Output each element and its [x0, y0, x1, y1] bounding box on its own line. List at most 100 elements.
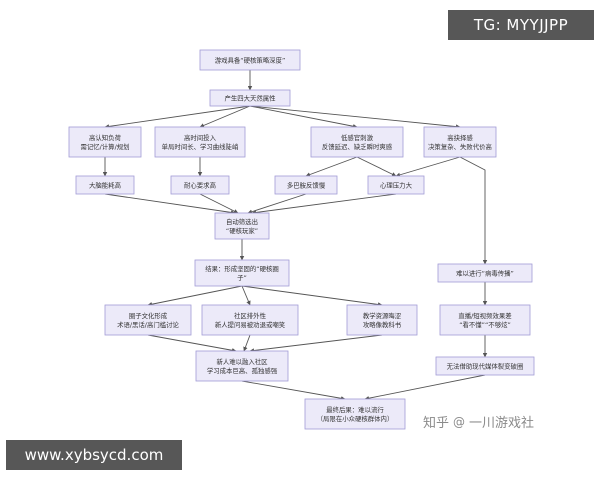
node-dopamine: 多巴胺反馈慢	[274, 175, 338, 195]
node-label: 高认知负荷	[89, 133, 122, 142]
nodes: 游戏具备“硬核策略深度”产生四大天然属性高认知负荷需记忆/计算/规划高时间投入单…	[68, 49, 535, 430]
node-label: 圈子文化形成	[129, 311, 168, 320]
node-pressure: 心理压力大	[367, 175, 425, 195]
node-label: 产生四大天然属性	[224, 94, 276, 103]
node-box	[170, 175, 230, 195]
edge-result-to-culture	[147, 285, 243, 307]
node-label: 高时间投入	[184, 133, 217, 142]
edge-high-decision-to-pressure	[395, 156, 461, 178]
node-label: 社区排外性	[234, 311, 267, 320]
edge-props-to-high-decision	[249, 105, 461, 129]
node-label: 新人提问易被劝退或嘲笑	[215, 320, 286, 329]
node-spread: 难以进行“病毒传播”	[437, 263, 533, 283]
node-label: 低感官刺激	[341, 133, 374, 142]
edge-patience-to-filter	[199, 193, 239, 214]
edge-media-to-final	[364, 374, 486, 401]
node-brain-cost: 大脑能耗高	[75, 175, 135, 195]
node-patience: 耐心要求高	[170, 175, 230, 195]
node-box	[201, 304, 299, 336]
node-props: 产生四大天然属性	[209, 89, 291, 107]
node-box	[154, 126, 246, 158]
node-label: 游戏具备“硬核策略深度”	[215, 56, 286, 65]
edges	[102, 70, 488, 401]
edge-high-decision-to-spread	[459, 156, 488, 265]
zhihu-at: @	[453, 414, 466, 429]
node-box	[194, 259, 290, 287]
node-label: 学习成本巨高、孤独感强	[207, 366, 278, 375]
node-box	[304, 398, 406, 430]
tg-watermark: TG: MYYJJPP	[448, 10, 594, 40]
node-label: 心理压力大	[380, 181, 413, 190]
edge-dopamine-to-filter	[247, 193, 307, 214]
node-box	[209, 89, 291, 107]
node-label: 新人难以融入社区	[216, 357, 268, 366]
edge-brain-cost-to-filter	[104, 193, 236, 215]
node-box	[367, 175, 425, 195]
node-label: 术语/黑话/高门槛讨论	[117, 320, 179, 329]
edge-exclusive-to-newbie	[243, 334, 251, 352]
edge-low-sensory-to-dopamine	[305, 156, 358, 177]
node-label: 单局时间长、学习曲线陡峭	[162, 142, 239, 151]
node-stream: 直播/短视频效果差“看不懂”“不够炫”	[439, 304, 531, 336]
website-watermark: www.xybsycd.com	[6, 440, 182, 470]
node-label: 无法借助现代媒体裂变破圈	[447, 362, 524, 371]
edge-newbie-to-final	[241, 380, 346, 401]
node-box	[75, 175, 135, 195]
edge-props-to-low-sensory	[249, 105, 358, 129]
edge-low-sensory-to-pressure	[356, 156, 397, 177]
zhihu-author: 一川游戏社	[469, 416, 535, 431]
node-box	[310, 126, 404, 158]
node-box	[199, 49, 301, 71]
node-box	[346, 304, 418, 336]
node-box	[195, 350, 289, 382]
node-label: 高抉择感	[447, 133, 473, 142]
node-box	[104, 304, 192, 336]
zhihu-brand: 知乎	[423, 416, 450, 431]
node-media: 无法借助现代媒体裂变破圈	[435, 356, 535, 376]
edge-props-to-high-time	[199, 105, 251, 128]
edge-culture-to-newbie	[147, 334, 237, 353]
node-label: 最终后果：难以流行	[326, 405, 384, 414]
node-label: 需记忆/计算/规划	[80, 142, 129, 151]
edge-result-to-exclusive	[241, 285, 251, 306]
node-label: 决策复杂、失败代价高	[428, 142, 492, 151]
node-label: 自动筛选出	[226, 217, 258, 226]
node-box	[68, 126, 142, 158]
node-label: 教学资源晦涩	[363, 311, 402, 320]
zhihu-watermark: 知乎 @ 一川游戏社	[423, 412, 535, 432]
edge-result-to-tutorial	[241, 285, 383, 307]
node-label: 子”	[237, 274, 247, 282]
node-box	[437, 263, 533, 283]
edge-tutorial-to-newbie	[249, 334, 383, 353]
node-label: 耐心要求高	[184, 181, 216, 190]
edge-pressure-to-filter	[251, 193, 397, 215]
node-box	[274, 175, 338, 195]
node-label: 攻略像教科书	[363, 320, 402, 329]
node-label: 多巴胺反馈慢	[287, 181, 326, 190]
node-label: （局限在小众硬核群体内）	[317, 414, 394, 423]
node-box	[435, 356, 535, 376]
node-label: 结果：形成坚固的“硬核圈	[205, 264, 279, 273]
node-final: 最终后果：难以流行（局限在小众硬核群体内）	[304, 398, 406, 430]
node-label: 大脑能耗高	[89, 181, 121, 190]
node-label: “硬核玩家”	[226, 226, 258, 235]
node-label: 难以进行“病毒传播”	[456, 269, 514, 278]
node-box	[423, 126, 497, 158]
node-root: 游戏具备“硬核策略深度”	[199, 49, 301, 71]
node-box	[214, 212, 270, 240]
node-label: “看不懂”“不够炫”	[459, 320, 511, 329]
node-label: 直播/短视频效果差	[458, 311, 511, 320]
node-box	[439, 304, 531, 336]
node-label: 反馈延迟、缺乏瞬时爽感	[322, 142, 393, 151]
node-filter: 自动筛选出“硬核玩家”	[214, 212, 270, 240]
